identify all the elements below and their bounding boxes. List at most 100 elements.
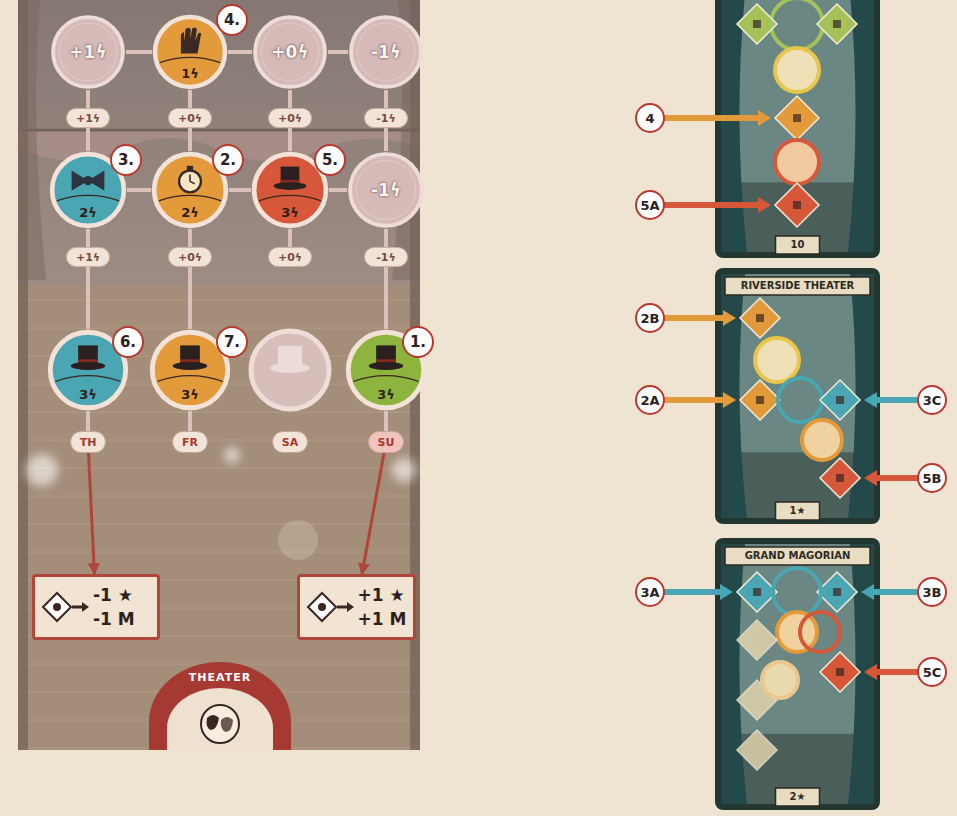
- callout-number: 3B: [917, 577, 947, 607]
- track-link: [188, 229, 192, 247]
- cost-value: 3ϟ: [281, 205, 299, 220]
- callout-number: 5C: [917, 657, 947, 687]
- track-link: [86, 411, 90, 431]
- modifier-tag: +0ϟ: [168, 108, 212, 128]
- track-link: [228, 50, 252, 54]
- bonus-value: -1 M: [93, 607, 135, 631]
- track-link: [188, 411, 192, 431]
- cost-value: 3ϟ: [79, 387, 97, 402]
- day-marker: TH: [70, 431, 106, 453]
- callout-number: 7.: [216, 326, 248, 358]
- theater-card: [715, 538, 880, 810]
- bonus-value: -1 ★: [93, 583, 133, 607]
- callout-number: 4: [635, 103, 665, 133]
- card-value: 2★: [715, 788, 880, 806]
- track-link: [288, 229, 292, 247]
- modifier-value: -1ϟ: [376, 251, 395, 264]
- callout-number: 3A: [635, 577, 665, 607]
- card-value: 10: [715, 236, 880, 254]
- track-link: [229, 188, 251, 192]
- track-link: [86, 90, 90, 108]
- callout-number: 6.: [112, 326, 144, 358]
- callout-number: 3.: [110, 144, 142, 176]
- card-title: RIVERSIDE THEATER: [715, 277, 880, 295]
- inactive-slot: +0ϟ: [252, 14, 328, 90]
- track-link: [384, 128, 388, 151]
- theater-card-frame: RIVERSIDE THEATER 1★: [715, 268, 880, 524]
- modifier-tag: +0ϟ: [268, 108, 312, 128]
- bonus-value: +1 M: [358, 607, 407, 631]
- callout-number: 5B: [917, 463, 947, 493]
- bonus-box: +1 ★+1 M: [297, 574, 416, 640]
- move-icon: [41, 587, 91, 627]
- day-marker: FR: [172, 431, 208, 453]
- track-link: [188, 267, 192, 329]
- modifier-value: +0ϟ: [178, 112, 202, 125]
- modifier-tag: +1ϟ: [66, 247, 110, 267]
- track-link: [86, 128, 90, 151]
- track-link: [384, 267, 388, 329]
- bonus-box: -1 ★-1 M: [32, 574, 160, 640]
- day-label: SA: [282, 436, 298, 449]
- cost-value: 3ϟ: [181, 387, 199, 402]
- track-link: [126, 50, 152, 54]
- callout-number: 5A: [635, 190, 665, 220]
- bonus-arrow: [362, 453, 384, 574]
- card-title: GRAND MAGORIAN: [715, 547, 880, 565]
- theater-card-frame: 10: [715, 0, 880, 258]
- callout-number: 4.: [216, 4, 248, 36]
- modifier-tag: +1ϟ: [66, 108, 110, 128]
- modifier-value: +0ϟ: [278, 112, 302, 125]
- inactive-value: +0ϟ: [271, 42, 308, 62]
- track-link: [329, 188, 347, 192]
- inactive-slot: -1ϟ: [348, 14, 424, 90]
- modifier-tag: +0ϟ: [268, 247, 312, 267]
- track-link: [384, 411, 388, 431]
- callout-number: 2B: [635, 303, 665, 333]
- callout-number: 2.: [212, 144, 244, 176]
- theater-label: THEATER: [189, 671, 251, 685]
- track-link: [288, 90, 292, 108]
- modifier-value: +0ϟ: [278, 251, 302, 264]
- bonus-arrow: [89, 453, 95, 574]
- track-link: [188, 128, 192, 151]
- inactive-value: +1ϟ: [69, 42, 106, 62]
- track-link: [86, 267, 90, 329]
- theater-card: [715, 0, 880, 258]
- cost-value: 1ϟ: [181, 66, 199, 81]
- track-link: [384, 90, 388, 108]
- modifier-value: +0ϟ: [178, 251, 202, 264]
- inactive-value: -1ϟ: [371, 42, 401, 62]
- day-label: FR: [182, 436, 198, 449]
- inactive-value: -1ϟ: [371, 180, 401, 200]
- callout-number: 2A: [635, 385, 665, 415]
- cost-value: 3ϟ: [377, 387, 395, 402]
- modifier-value: +1ϟ: [76, 112, 100, 125]
- callout-number: 5.: [314, 144, 346, 176]
- cost-value: 2ϟ: [79, 205, 97, 220]
- modifier-value: +1ϟ: [76, 251, 100, 264]
- callout-arrows: [664, 110, 918, 680]
- day-label: TH: [80, 436, 97, 449]
- bonus-value: +1 ★: [358, 583, 405, 607]
- track-link: [384, 229, 388, 247]
- track-link: [188, 90, 192, 108]
- card-value: 1★: [715, 502, 880, 520]
- track-link: [127, 188, 151, 192]
- modifier-tag: -1ϟ: [364, 108, 408, 128]
- callout-number: 1.: [402, 326, 434, 358]
- modifier-value: -1ϟ: [376, 112, 395, 125]
- cost-value: 2ϟ: [181, 205, 199, 220]
- track-link: [86, 229, 90, 247]
- callout-number: 3C: [917, 385, 947, 415]
- move-icon: [306, 587, 356, 627]
- inactive-slot: +1ϟ: [50, 14, 126, 90]
- track-link: [328, 50, 348, 54]
- theater-card: [715, 268, 880, 524]
- modifier-tag: -1ϟ: [364, 247, 408, 267]
- day-marker: SU: [368, 431, 404, 453]
- track-link: [288, 128, 292, 151]
